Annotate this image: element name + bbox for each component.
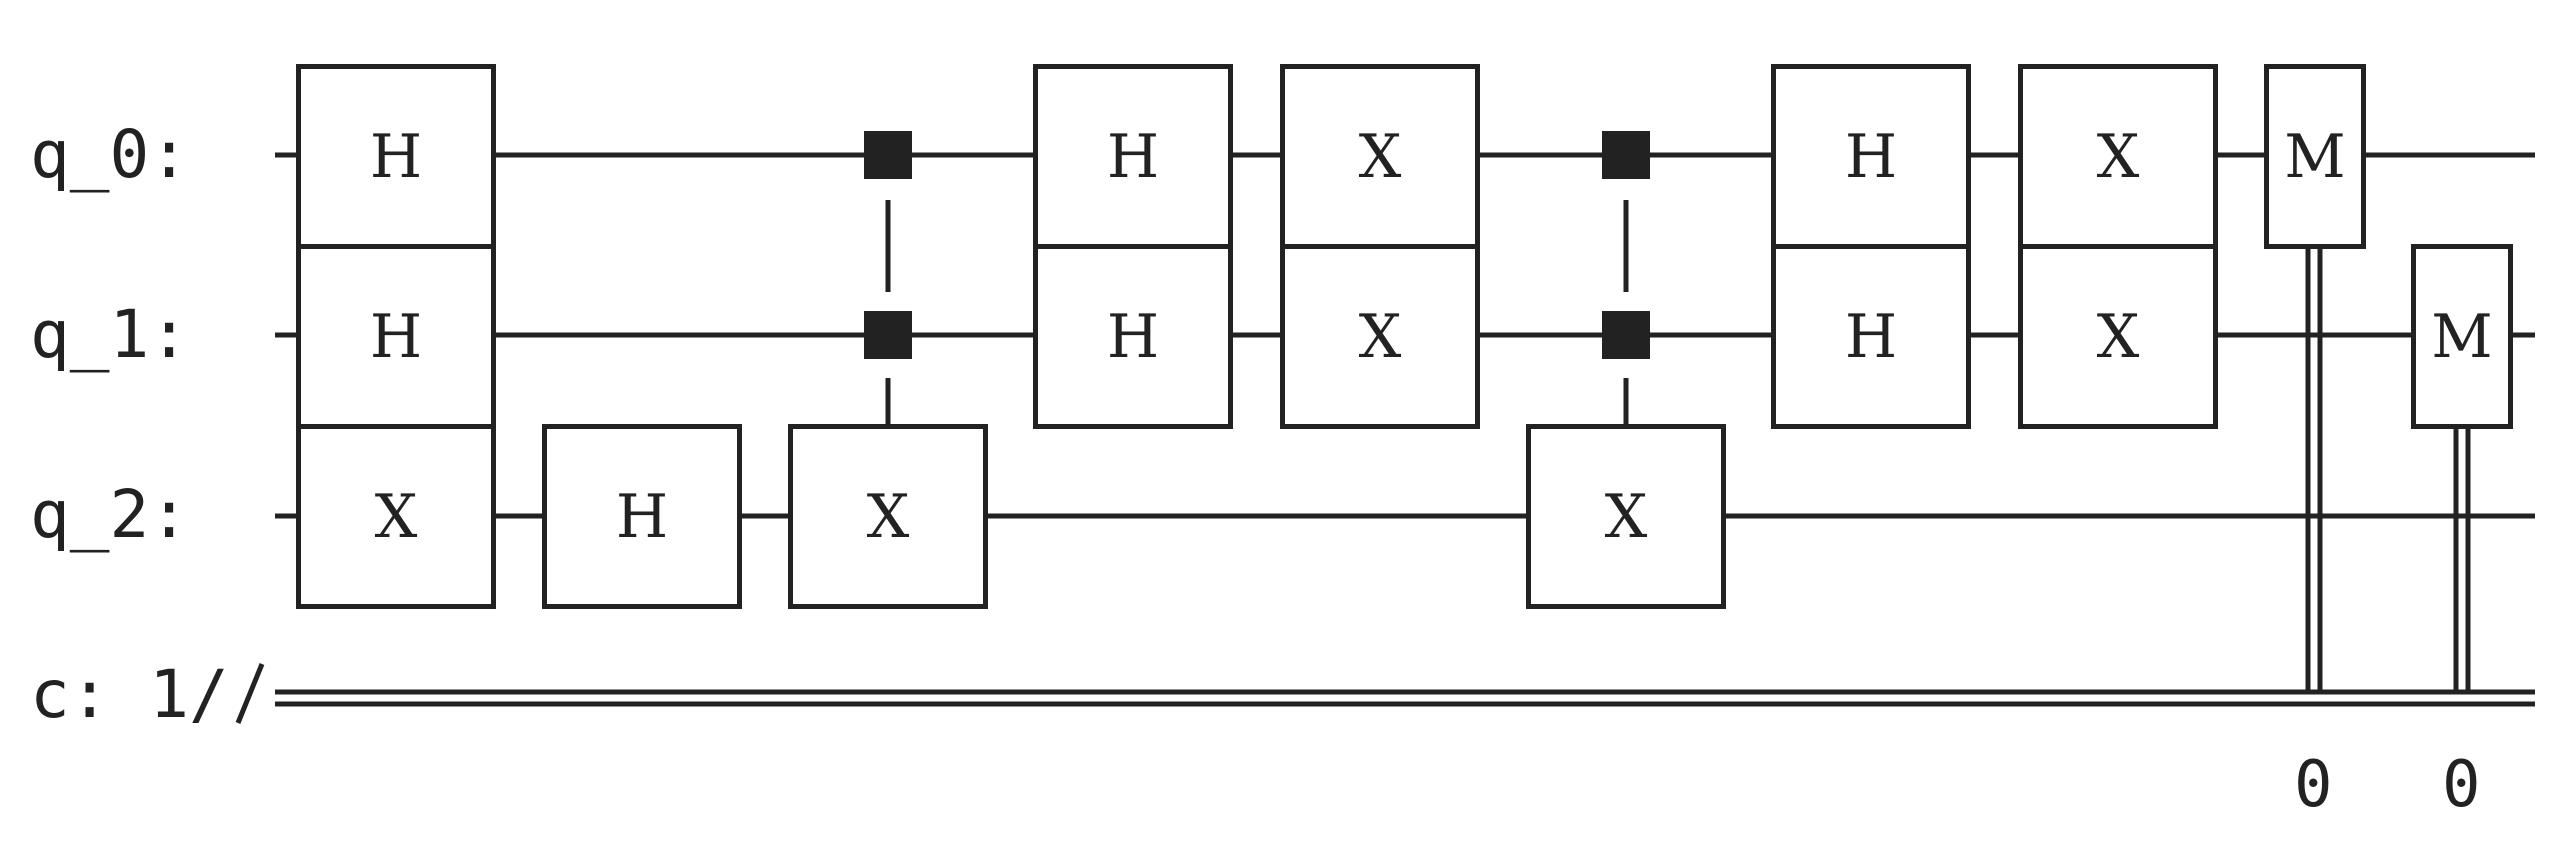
measure-junction [2311, 695, 2317, 701]
classical-bit-index: 0 [2294, 748, 2333, 822]
h-gate: H [1033, 64, 1233, 249]
control-dot [1602, 131, 1650, 179]
h-gate: H [1771, 244, 1971, 429]
wire-label-q1: q_1: [30, 296, 189, 373]
control-dot [1602, 311, 1650, 359]
h-gate: H [296, 64, 496, 249]
h-gate: H [296, 244, 496, 429]
control-dot [864, 131, 912, 179]
control-dot [864, 311, 912, 359]
wire-label-q0: q_0: [30, 116, 189, 193]
h-gate: H [1771, 64, 1971, 249]
measure-gate: M [2411, 244, 2513, 429]
x-gate: X [2018, 64, 2218, 249]
h-gate: H [1033, 244, 1233, 429]
classical-slash [235, 663, 265, 724]
wire-label-c: c: 1/ [30, 656, 229, 733]
measure-junction [2459, 695, 2465, 701]
measure-gate: M [2264, 64, 2366, 249]
x-gate: X [1280, 64, 1480, 249]
x-gate: X [1526, 424, 1726, 609]
x-gate: X [2018, 244, 2218, 429]
wire-label-q2: q_2: [30, 476, 189, 553]
x-gate: X [1280, 244, 1480, 429]
h-gate: H [542, 424, 742, 609]
classical-bit-index: 0 [2442, 748, 2481, 822]
x-gate: X [296, 424, 496, 609]
x-gate: X [788, 424, 988, 609]
